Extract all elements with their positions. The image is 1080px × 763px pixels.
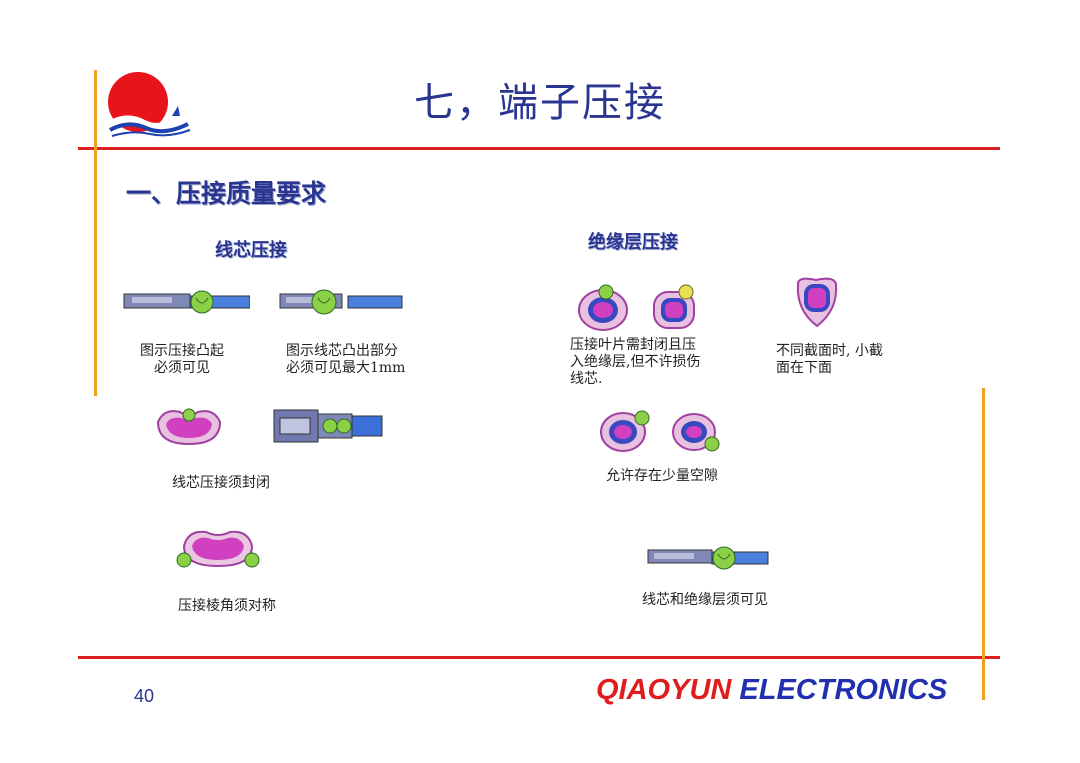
terminal-side-view-illustration — [122, 288, 250, 320]
gap-allowed-illustration-2 — [670, 410, 724, 456]
core-crimp-heading: 线芯压接 — [215, 240, 287, 261]
caption-gap-allowed: 允许存在少量空隙 — [606, 468, 718, 484]
insulation-crimp-cross-section-2 — [650, 284, 700, 332]
insulation-crimp-cross-section-1 — [576, 284, 632, 332]
brand-name-part1: QIAOYUN — [596, 674, 732, 706]
insulation-crimp-heading: 绝缘层压接 — [588, 232, 678, 253]
footer-rule — [78, 656, 1000, 659]
different-section-illustration — [792, 274, 842, 334]
caption-smaller-below: 不同截面时, 小截 面在下面 — [776, 343, 883, 376]
caption-both-visible: 线芯和绝缘层须可见 — [642, 592, 768, 608]
caption-closed: 线芯压接须封闭 — [172, 475, 270, 491]
header-rule — [78, 147, 1000, 150]
slide-title: 七，端子压接 — [414, 80, 666, 126]
core-insulation-visible-illustration — [646, 544, 770, 574]
caption-sealed: 压接叶片需封闭且压 入绝缘层,但不许损伤 线芯. — [570, 337, 701, 387]
right-accent-line — [982, 388, 985, 700]
section-heading: 一、压接质量要求 — [126, 179, 327, 208]
terminal-top-view-illustration — [272, 406, 384, 446]
closed-crimp-cross-section-illustration — [154, 404, 224, 448]
caption-symmetric: 压接棱角须对称 — [178, 598, 276, 614]
brand-name-part2: ELECTRONICS — [739, 674, 948, 706]
gap-allowed-illustration-1 — [598, 406, 654, 454]
page-number: 40 — [134, 686, 155, 706]
caption-bump-visible: 图示压接凸起 必须可见 — [140, 343, 224, 376]
caption-core-protrude: 图示线芯凸出部分 必须可见最大1mm — [286, 343, 406, 376]
company-logo — [104, 70, 196, 142]
left-accent-line — [94, 70, 97, 396]
symmetric-crimp-illustration — [174, 524, 262, 572]
terminal-core-protrude-illustration — [278, 288, 406, 320]
brand-wordmark: QIAOYUN ELECTRONICS — [596, 674, 947, 707]
